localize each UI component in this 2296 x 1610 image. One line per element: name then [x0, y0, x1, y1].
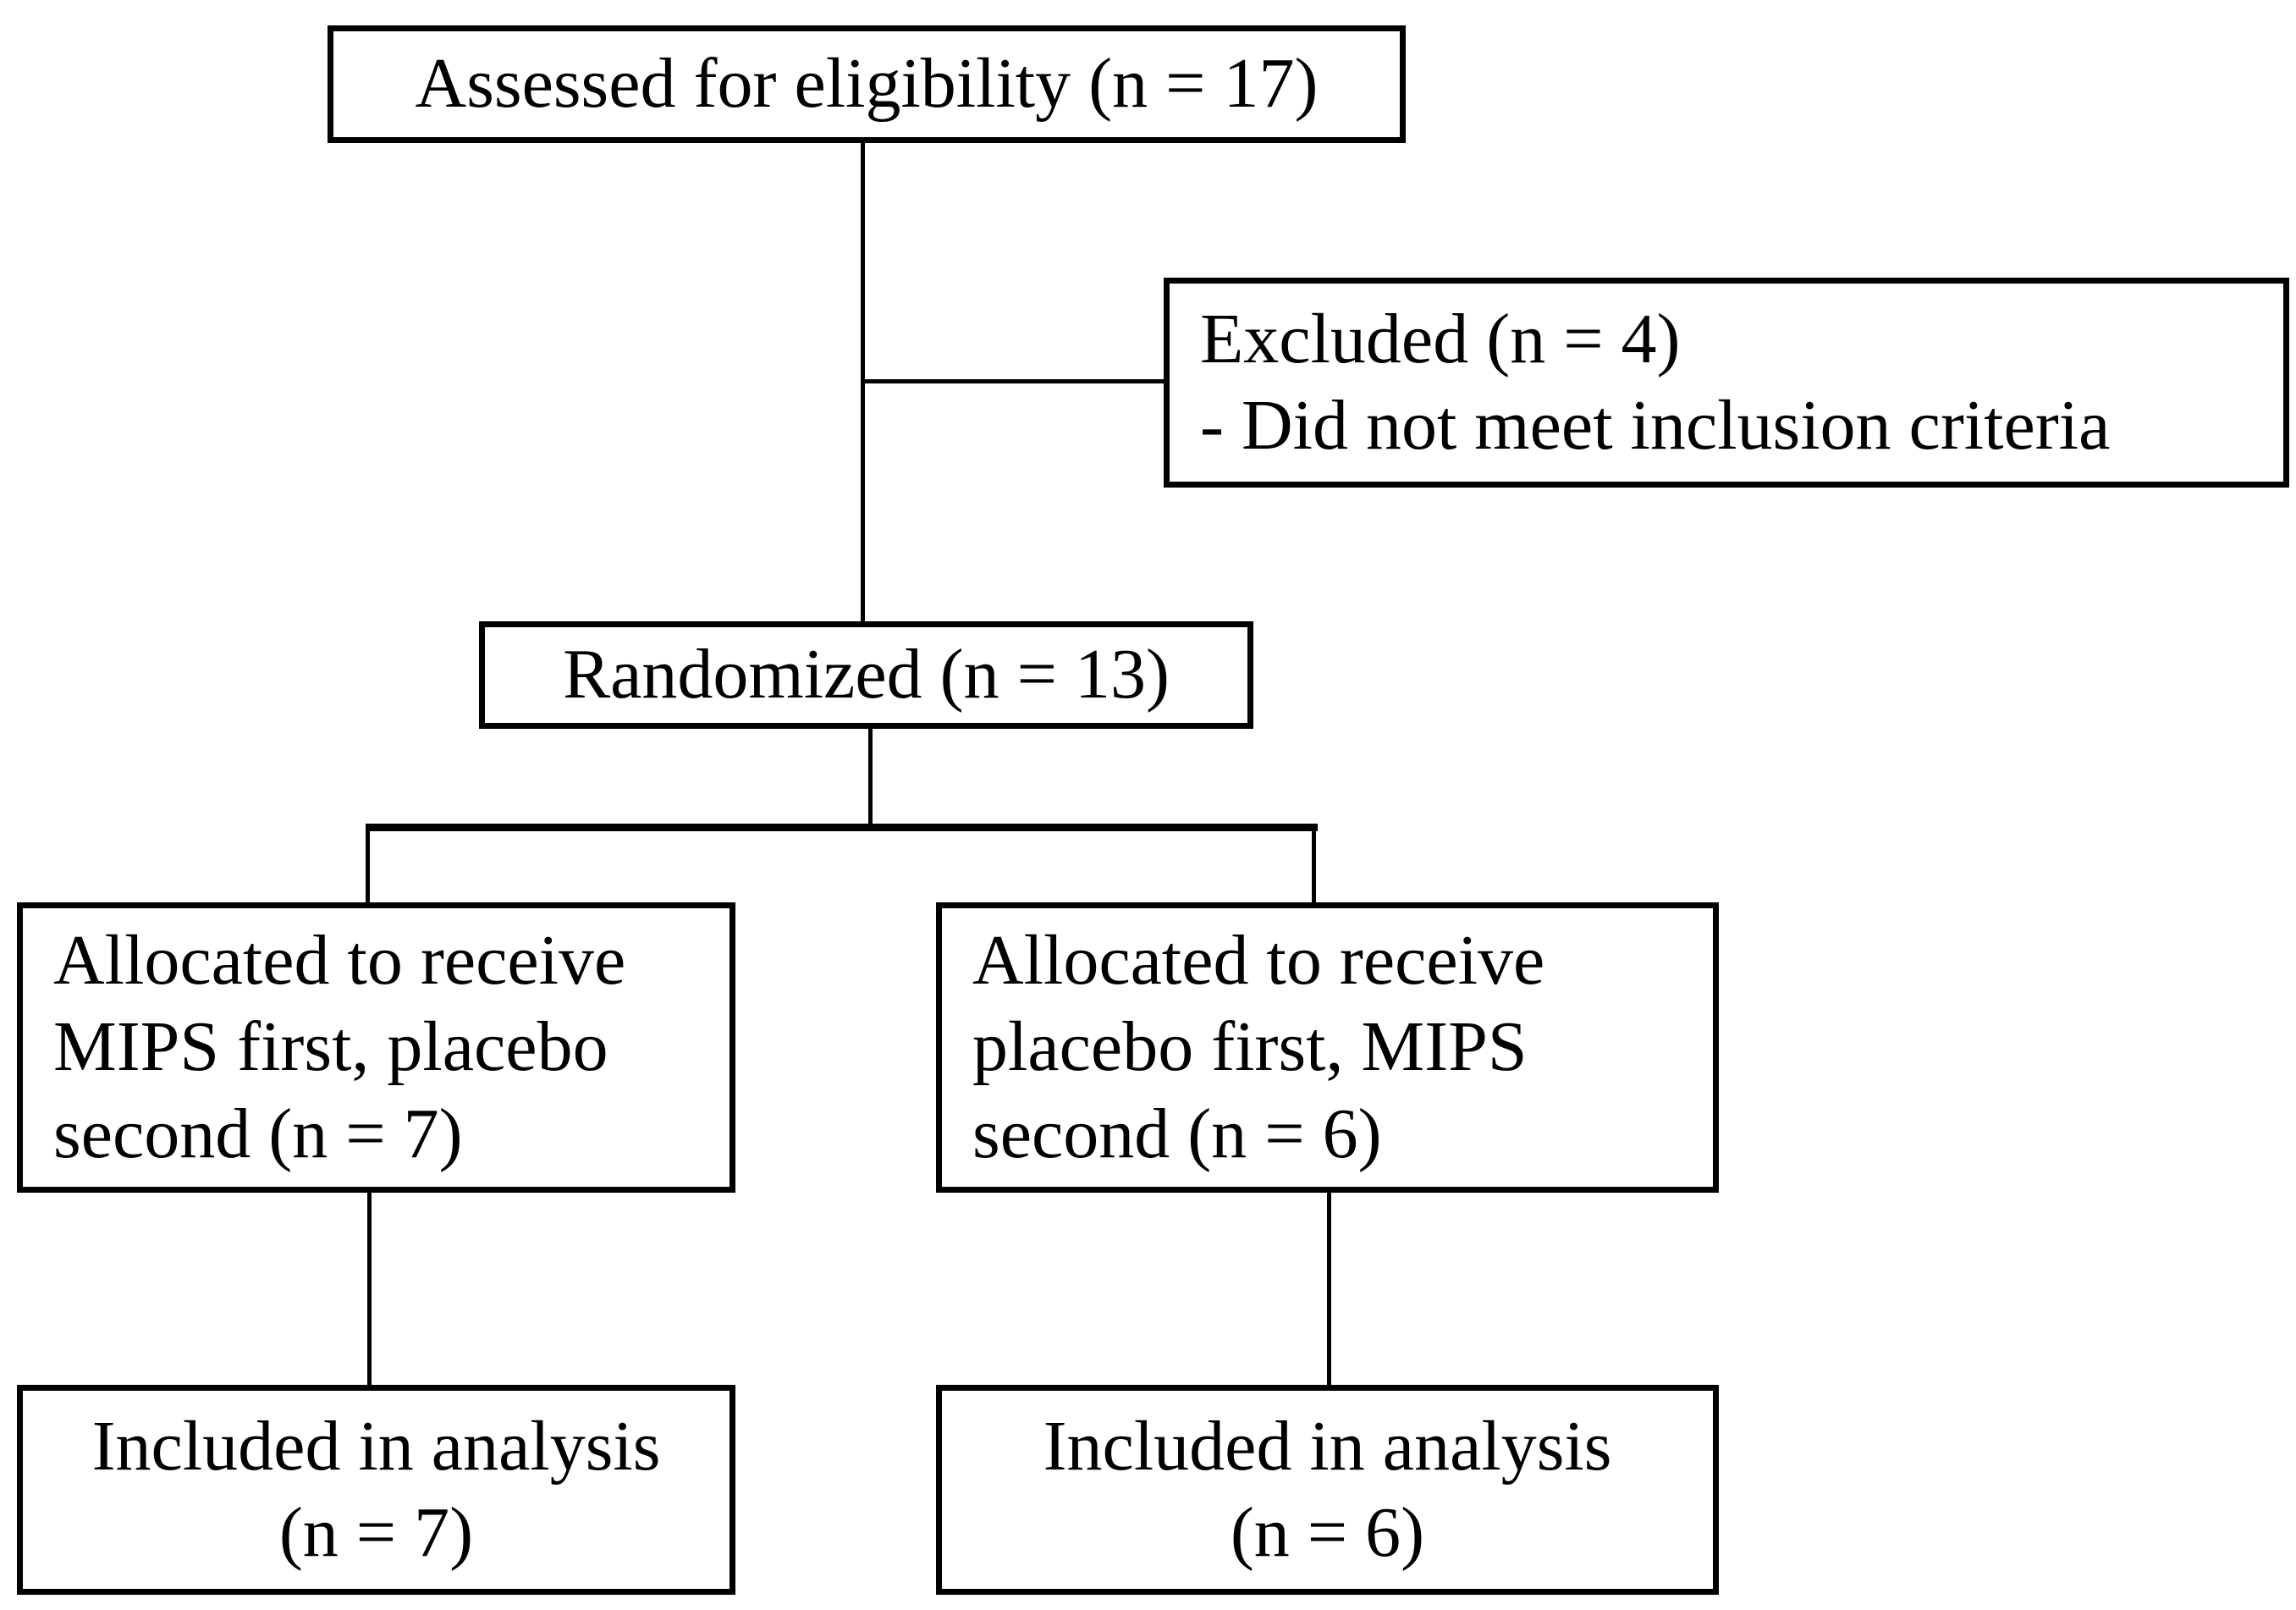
node-excluded-line2: - Did not meet inclusion criteria: [1200, 386, 2111, 465]
node-randomized: Randomized (n = 13): [479, 621, 1253, 729]
connector-randomized-to-branch: [868, 729, 873, 828]
connector-branch-to-allocated-left: [366, 830, 370, 902]
connector-to-excluded: [861, 379, 1164, 383]
node-allocated-placebo-first-line1: Allocated to receive: [972, 920, 1545, 1000]
node-allocated-mips-first-line3: second (n = 7): [53, 1094, 463, 1173]
node-included-left-line2: (n = 7): [278, 1493, 474, 1572]
connector-branch-horizontal: [366, 824, 1318, 831]
node-allocated-placebo-first: Allocated to receive placebo first, MIPS…: [936, 902, 1719, 1193]
node-assessed-text: Assessed for eligibility (n = 17): [415, 44, 1319, 124]
node-randomized-text: Randomized (n = 13): [563, 635, 1170, 714]
node-allocated-mips-first-line1: Allocated to receive: [53, 920, 626, 1000]
connector-allocated-right-to-analysis: [1327, 1193, 1331, 1385]
node-included-left-line1: Included in analysis: [91, 1406, 661, 1486]
node-excluded: Excluded (n = 4) - Did not meet inclusio…: [1164, 278, 2289, 488]
connector-allocated-left-to-analysis: [367, 1193, 372, 1385]
node-allocated-placebo-first-line3: second (n = 6): [972, 1094, 1382, 1173]
connector-branch-to-allocated-right: [1312, 830, 1316, 902]
node-included-in-analysis-right: Included in analysis (n = 6): [936, 1385, 1719, 1595]
node-included-right-line2: (n = 6): [1230, 1493, 1425, 1572]
node-assessed-for-eligibility: Assessed for eligibility (n = 17): [328, 25, 1406, 143]
node-allocated-mips-first-line2: MIPS first, placebo: [53, 1007, 608, 1087]
node-included-in-analysis-left: Included in analysis (n = 7): [17, 1385, 735, 1595]
node-allocated-mips-first: Allocated to receive MIPS first, placebo…: [17, 902, 735, 1193]
node-included-right-line1: Included in analysis: [1043, 1406, 1612, 1486]
node-excluded-line1: Excluded (n = 4): [1200, 299, 1681, 378]
node-allocated-placebo-first-line2: placebo first, MIPS: [972, 1007, 1528, 1087]
